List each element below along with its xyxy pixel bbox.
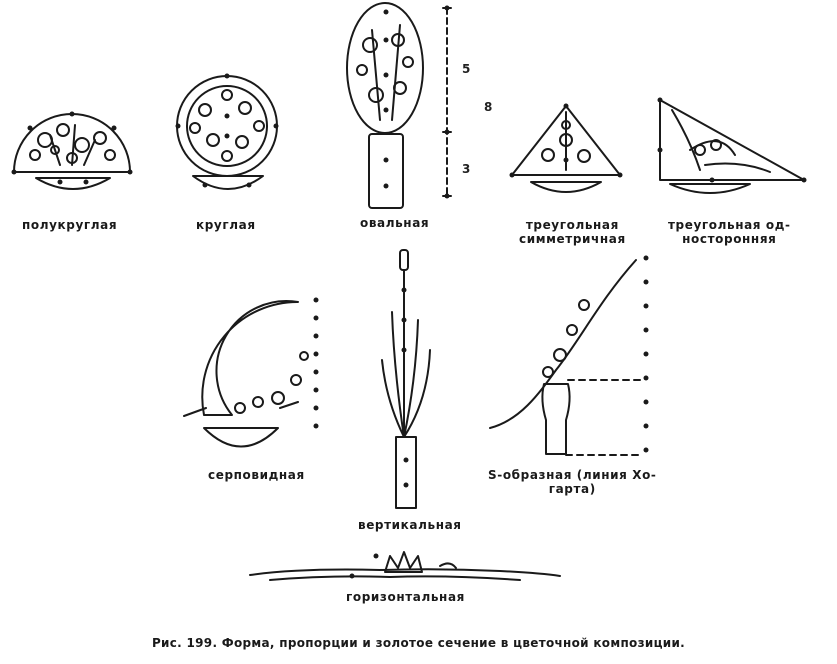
proportion-scale [442, 5, 452, 199]
label-crescent: серповидная [208, 468, 305, 482]
label-s-shaped-line2: гарта) [548, 482, 596, 496]
triangular-one-sided-arrangement [657, 97, 807, 194]
label-round: круглая [196, 218, 256, 232]
label-s-shaped: S-образная (линия Хо- гарта) [488, 468, 657, 496]
round-arrangement [175, 73, 279, 190]
crescent-arrangement [183, 297, 319, 448]
label-vertical: вертикальная [358, 518, 462, 532]
oval-arrangement [346, 2, 424, 209]
s-shaped-arrangement [489, 255, 649, 456]
label-oval: овальная [360, 216, 430, 230]
label-triangular-symmetric-line1: треугольная [525, 218, 619, 232]
label-triangular-symmetric: треугольная симметричная [519, 218, 626, 246]
semicircular-arrangement [11, 111, 133, 190]
label-s-shaped-line1: S-образная (линия Хо- [488, 468, 657, 482]
vertical-arrangement [381, 249, 431, 509]
label-triangular-one-sided: треугольная од- носторонняя [668, 218, 791, 246]
proportion-total: 8 [484, 100, 493, 114]
label-semicircular: полукруглая [22, 218, 118, 232]
label-triangular-symmetric-line2: симметричная [519, 232, 626, 246]
triangular-symmetric-arrangement [509, 103, 623, 193]
horizontal-arrangement [249, 551, 561, 581]
figure-caption: Рис. 199. Форма, пропорции и золотое сеч… [151, 636, 686, 650]
proportion-lower: 3 [462, 162, 471, 176]
label-horizontal: горизонтальная [346, 590, 465, 604]
proportion-upper: 5 [462, 62, 471, 76]
label-triangular-one-sided-line1: треугольная од- [668, 218, 791, 232]
label-triangular-one-sided-line2: носторонняя [682, 232, 777, 246]
